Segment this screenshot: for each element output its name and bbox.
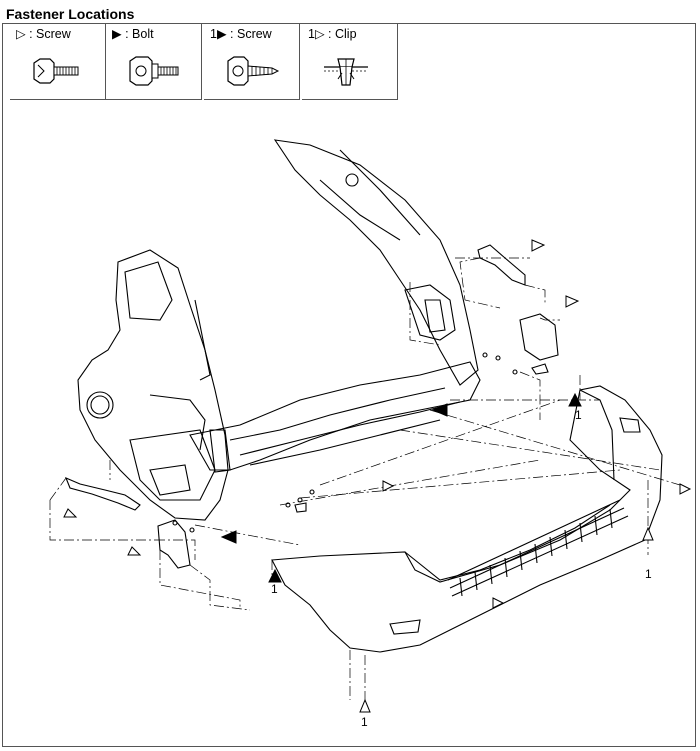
tapping-screw-icon xyxy=(227,56,280,86)
left-mount-bracket xyxy=(157,519,191,569)
screw-markers xyxy=(63,239,692,713)
screw-icon xyxy=(33,58,79,84)
left-quarter-panel xyxy=(77,249,229,521)
callout-right-rear: 1 xyxy=(645,567,652,581)
legend-clip-label: 1▷ : Clip xyxy=(308,27,357,41)
clip-icon xyxy=(324,58,368,86)
page-title: Fastener Locations xyxy=(6,6,135,22)
legend-tapping-screw: 1▶ : Screw xyxy=(204,23,300,100)
bolt-markers xyxy=(220,392,582,583)
callout-bottom: 1 xyxy=(361,715,368,729)
diagram-frame xyxy=(2,23,696,747)
right-upper-bracket xyxy=(477,244,526,286)
rear-panel xyxy=(189,361,481,471)
right-quarter-panel xyxy=(273,139,479,386)
legend-clip: 1▷ : Clip xyxy=(302,23,398,100)
legend-bolt-label: ▶ : Bolt xyxy=(112,27,154,41)
legend-tapping-screw-label: 1▶ : Screw xyxy=(210,27,272,41)
legend-screw-label: ▷ : Screw xyxy=(16,27,71,41)
callout-left-front: 1 xyxy=(271,582,278,596)
fuel-door-circle xyxy=(86,391,114,419)
legend-screw: ▷ : Screw xyxy=(10,23,106,100)
bolt-icon xyxy=(129,56,179,86)
bumper-cover xyxy=(271,385,663,653)
legend-bolt: ▶ : Bolt xyxy=(106,23,202,100)
right-mount-bracket xyxy=(519,313,559,361)
callout-right-front: 1 xyxy=(575,408,582,422)
left-side-bracket xyxy=(64,476,141,511)
